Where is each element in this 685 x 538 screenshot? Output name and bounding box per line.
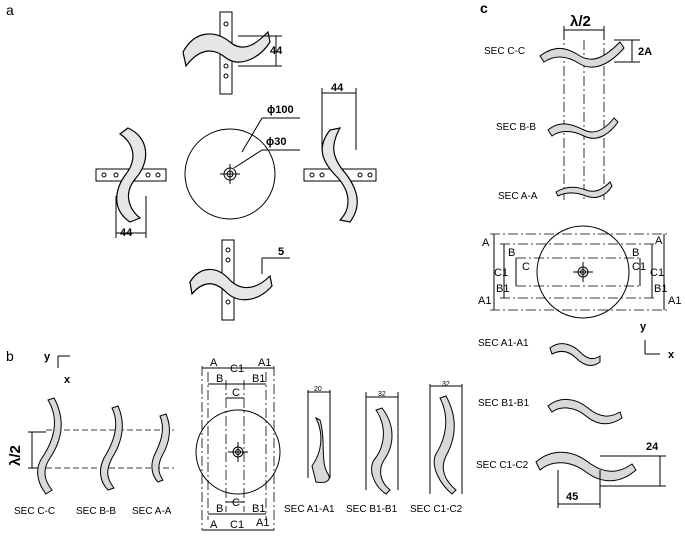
panel-b-label-a-bottom: A	[210, 519, 218, 531]
panel-b-dim-32-1: 32	[378, 391, 386, 398]
panel-b-dim-20: 20	[314, 386, 322, 393]
panel-c-label-a-left: A	[482, 237, 490, 249]
panel-c-sec-b1b1: SEC B1-B1	[478, 398, 530, 409]
panel-b-sec-c1c2-shape	[433, 395, 457, 495]
panel-b-label-c1-bottom: C1	[230, 519, 244, 531]
panel-c-axes: y x	[640, 321, 675, 361]
panel-c-label-a1-right: A1	[668, 295, 681, 307]
panel-b-center-disk: A C1 A1 B B1 C C B B1 A C1 A1	[195, 357, 281, 531]
panel-c-label-b1-left: B1	[496, 283, 509, 295]
panel-c-sec-b1b1-shape	[547, 399, 623, 425]
panel-b-sec-bb-shape	[100, 405, 123, 491]
panel-a: a 44 44	[6, 2, 377, 321]
dim-a-right-44: 44	[331, 82, 344, 94]
panel-c-sec-bb-shape	[547, 117, 619, 139]
panel-b-label-b-bottom: B	[216, 503, 223, 515]
panel-a-left-blade: 44	[95, 127, 167, 239]
panel-c-amplitude: 2A	[638, 46, 652, 58]
panel-b-sec-cc: SEC C-C	[14, 506, 55, 517]
panel-c-letter: c	[480, 0, 488, 16]
panel-c-wavelength: λ/2	[570, 13, 591, 30]
panel-c-axis-x: x	[668, 349, 675, 361]
panel-c-dim-45: 45	[566, 491, 578, 503]
panel-c-label-b-right: B	[632, 247, 639, 259]
dim-a-phi30: ϕ30	[266, 136, 286, 148]
panel-c-label-c-left: C	[522, 261, 530, 273]
panel-b-label-a1-top: A1	[258, 357, 271, 369]
dim-a-left-44: 44	[120, 227, 133, 239]
panel-b-sec-a1a1: SEC A1-A1	[284, 504, 335, 515]
dim-a-bottom-5: 5	[278, 246, 284, 258]
dim-a-phi100: ϕ100	[267, 104, 294, 116]
panel-a-center-disk: ϕ100 ϕ30	[184, 104, 300, 220]
panel-b-sec-c1c2: SEC C1-C2	[410, 504, 463, 515]
panel-b-label-b1-top: B1	[252, 373, 265, 385]
panel-c-sec-a1a1-shape	[549, 343, 601, 366]
panel-b-label-a-top: A	[210, 357, 218, 369]
panel-b-label-c1-top: C1	[230, 363, 244, 375]
panel-c-label-b-left: B	[508, 247, 515, 259]
panel-c-label-c1-left: C1	[494, 267, 508, 279]
panel-b-sec-aa: SEC A-A	[132, 506, 172, 517]
panel-c-label-c1-right-c: C1	[632, 261, 646, 273]
panel-b-wavelength: λ/2	[7, 445, 24, 466]
panel-b-axis-x: x	[64, 374, 71, 386]
panel-c: c λ/2 2A SEC C-C SEC B-B SEC A-A	[476, 0, 681, 508]
panel-b-sec-aa-shape	[151, 413, 170, 483]
panel-a-right-blade: 44	[303, 82, 377, 223]
panel-c-label-c1-right: C1	[650, 267, 664, 279]
panel-c-axis-y: y	[640, 321, 647, 333]
panel-b-label-c-bottom: C	[232, 497, 240, 509]
panel-a-letter: a	[6, 2, 14, 18]
panel-b-sec-bb: SEC B-B	[76, 506, 116, 517]
panel-c-sec-aa: SEC A-A	[498, 191, 538, 202]
panel-c-sec-aa-shape	[555, 181, 613, 199]
panel-b-label-c-top: C	[232, 387, 240, 399]
panel-b-sec-b1b1-shape	[371, 407, 393, 495]
panel-b-axes: y x	[44, 351, 71, 386]
dim-a-top-44: 44	[270, 45, 283, 57]
panel-c-label-b1-right: B1	[654, 283, 667, 295]
panel-a-top-blade: 44	[182, 11, 283, 95]
panel-b-right-sections: 20 32 32 SEC A1-A1 SEC B1-B1 SEC C1-C2	[284, 381, 463, 515]
panel-c-label-a1-left: A1	[478, 295, 491, 307]
panel-b-label-b1-bottom: B1	[252, 503, 265, 515]
panel-c-dim-24: 24	[646, 441, 659, 453]
panel-b-letter: b	[6, 348, 14, 364]
panel-c-sec-c1c2-shape	[535, 451, 637, 482]
panel-b-dim-32-2: 32	[442, 381, 450, 388]
panel-c-sec-a1a1: SEC A1-A1	[478, 338, 529, 349]
panel-c-label-a-right: A	[655, 235, 663, 247]
panel-c-sec-bb: SEC B-B	[496, 122, 536, 133]
panel-c-sec-cc: SEC C-C	[484, 46, 525, 57]
panel-b-sec-b1b1: SEC B1-B1	[346, 504, 398, 515]
panel-b-sec-a1a1-shape	[311, 416, 330, 483]
panel-b-sec-cc-shape	[37, 397, 62, 495]
panel-b-axis-y: y	[44, 351, 51, 363]
panel-c-center-disk: A B C C1 B1 A1 A B C1 C1 B1 A1	[478, 225, 681, 319]
panel-b-label-b-top: B	[216, 373, 223, 385]
panel-c-sec-cc-shape	[539, 41, 625, 68]
panel-b: b y x λ/2 SEC C-C SEC B-B SEC A-A	[6, 348, 463, 531]
panel-b-label-a1-bottom: A1	[256, 517, 269, 529]
panel-c-sec-c1c2: SEC C1-C2	[476, 460, 529, 471]
panel-a-bottom-blade: 5	[189, 239, 290, 321]
